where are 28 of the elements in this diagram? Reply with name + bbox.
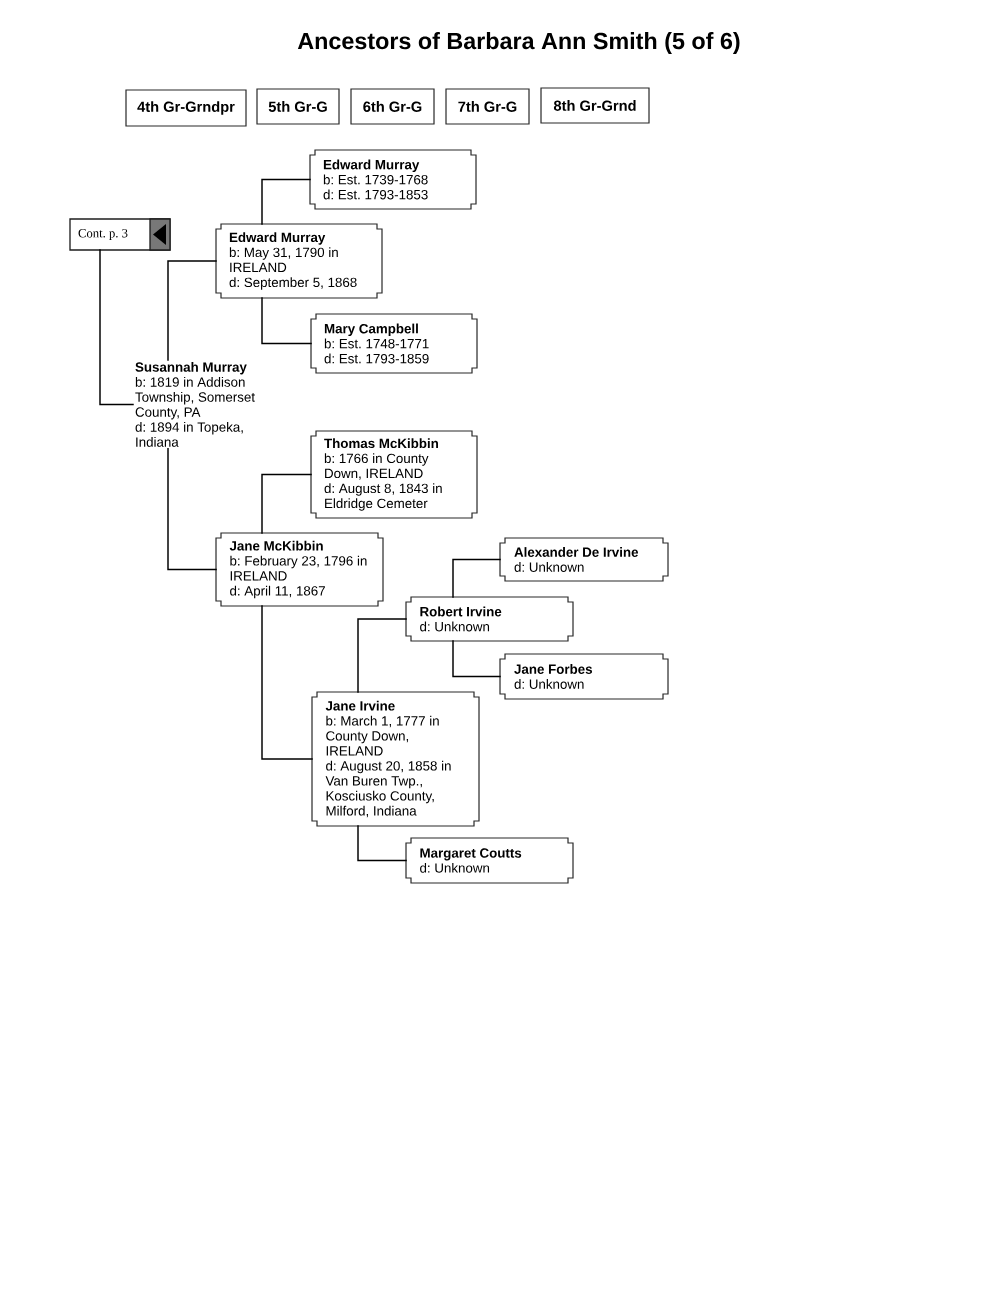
person-box: Edward Murray b: Est. 1739-1768 d: Est. 1793-1853 [309,149,477,210]
connector-line [452,558,501,598]
generation-box: 4th Gr-Grndpr [125,89,247,127]
person-box: Thomas McKibbin b: 1766 in County Down, IRELAND d: August 8, 1843 in Eldridge Cemeter [310,430,478,519]
person-box: Margaret Coutts d: Unknown [405,837,574,884]
connector-line [261,605,313,760]
connector-line [357,618,407,693]
person-box: Edward Murray b: May 31, 1790 in IRELAND d: September 5, 1868 [215,223,383,299]
person-box: Robert Irvine d: Unknown [405,596,574,642]
connector-line [261,473,312,534]
connector-line [167,260,217,361]
generation-box: 6th Gr-G [350,88,435,125]
connector-line [357,825,407,862]
connector-line [99,249,134,406]
person-box: Jane McKibbin b: February 23, 1796 in IRELAND d: April 11, 1867 [215,532,384,607]
connector-line [261,178,311,225]
person-box: Alexander De Irvine d: Unknown [499,537,669,582]
connector-line [452,640,501,678]
chart-title: Ancestors of Barbara Ann Smith (5 of 6) [297,32,740,54]
person-box: Jane Irvine b: March 1, 1777 in County Down, IRELAND d: August 20, 1858 in Van Buren Twp., Kosciusko County, Milford, Indiana [311,691,480,827]
generation-box: 7th Gr-G [445,88,530,125]
person-entry: Susannah Murray b: 1819 in Addison Township, Somerset County, PA d: 1894 in Topeka, Indiana [135,362,255,447]
connector-line [167,448,217,571]
person-box: Jane Forbes d: Unknown [499,653,669,700]
generation-box: 5th Gr-G [256,88,340,125]
person-box: Mary Campbell b: Est. 1748-1771 d: Est. 1793-1859 [310,313,478,374]
generation-box: 8th Gr-Grnd [540,87,650,124]
connector-line [261,297,312,345]
